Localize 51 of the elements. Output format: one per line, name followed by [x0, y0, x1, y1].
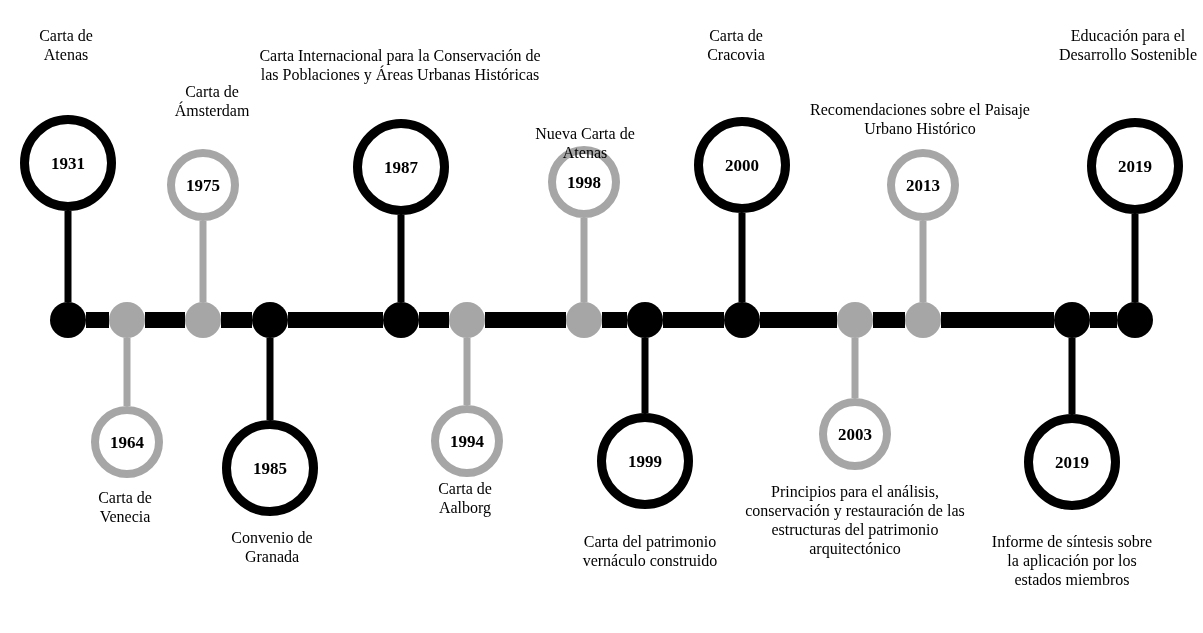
event-title: Nueva Carta de Atenas — [534, 124, 636, 162]
year-label: 2019 — [1118, 157, 1152, 175]
year-label: 1964 — [110, 433, 144, 451]
event-title: Informe de síntesis sobre la aplicación por los estados miembros — [990, 532, 1154, 589]
event-title: Carta de Cracovia — [706, 26, 766, 64]
year-label: 1975 — [186, 176, 220, 194]
event-title: Recomendaciones sobre el Paisaje Urbano Histórico — [809, 100, 1031, 138]
event-title: Principios para el análisis, conservación y restauración de las estructuras del patrimonio arquitectónico — [744, 482, 966, 558]
year-label: 1931 — [51, 154, 85, 172]
timeline-bar — [288, 312, 383, 328]
connector-line — [580, 218, 588, 302]
timeline-bar — [760, 312, 837, 328]
connector-line — [641, 338, 649, 413]
connector-line — [1068, 338, 1076, 414]
timeline-bar — [221, 312, 252, 328]
timeline-bar — [145, 312, 185, 328]
event-title: Carta del patrimonio vernáculo construido — [581, 532, 719, 570]
event-title: Carta de Ámsterdam — [173, 82, 251, 120]
year-label: 1994 — [450, 432, 484, 450]
timeline-bar — [663, 312, 724, 328]
year-label: 2013 — [906, 176, 940, 194]
connector-line — [397, 215, 405, 302]
year-label: 2019 — [1055, 453, 1089, 471]
timeline-bar — [419, 312, 449, 328]
timeline-bar — [86, 312, 109, 328]
connector-line — [1131, 214, 1139, 302]
timeline-bar — [485, 312, 566, 328]
event-title: Carta de Venecia — [97, 488, 153, 526]
year-label: 1987 — [384, 158, 418, 176]
year-label: 1999 — [628, 452, 662, 470]
year-label: 1998 — [567, 173, 601, 191]
timeline-bar — [602, 312, 627, 328]
year-label: 2000 — [725, 156, 759, 174]
event-title: Convenio de Granada — [230, 528, 314, 566]
event-title: Educación para el Desarrollo Sostenible — [1057, 26, 1199, 64]
year-label: 2003 — [838, 425, 872, 443]
timeline-bar — [941, 312, 1054, 328]
timeline-bar — [1090, 312, 1117, 328]
connector-line — [919, 221, 927, 302]
event-title: Carta de Aalborg — [437, 479, 493, 517]
connector-line — [738, 213, 746, 302]
event-title: Carta de Atenas — [38, 26, 94, 64]
year-label: 1985 — [253, 459, 287, 477]
event-title: Carta Internacional para la Conservación de las Poblaciones y Áreas Urbanas Históricas — [258, 46, 542, 84]
connector-line — [463, 338, 471, 405]
connector-line — [123, 338, 131, 406]
connector-line — [266, 338, 274, 420]
connector-line — [199, 221, 207, 302]
connector-line — [851, 338, 859, 398]
connector-line — [64, 211, 72, 302]
timeline-bar — [873, 312, 905, 328]
